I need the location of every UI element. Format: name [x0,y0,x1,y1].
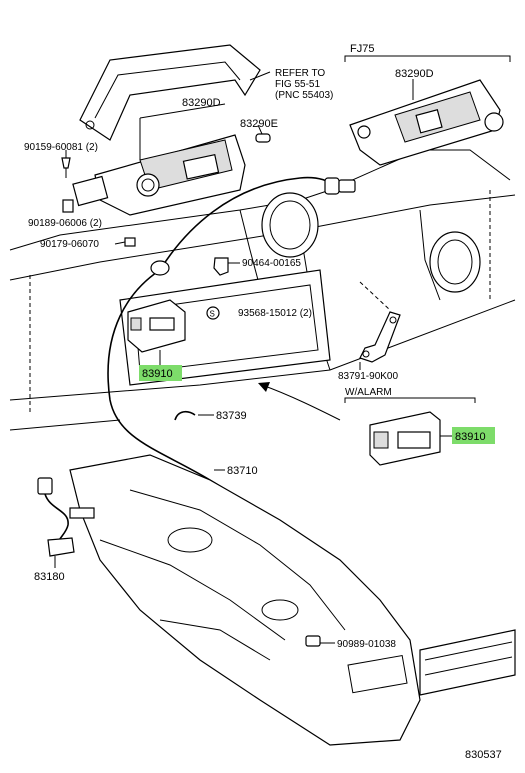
screw-93568: S [206,306,220,320]
speaker-circle-2 [429,231,481,293]
label-refer-1: REFER TO [275,68,325,79]
highlight-83910-alarm [452,427,495,444]
speaker-circle-1 [261,192,319,258]
relay-83910-main [127,299,186,353]
label-90159: 90159-60081 (2) [24,142,98,153]
label-83290e: 83290E [240,118,278,130]
label-refer-3: (PNC 55403) [275,90,333,101]
label-90179: 90179-06070 [40,239,99,250]
w-alarm-bracket [344,397,476,403]
svg-text:S: S [210,310,215,319]
clip-90989 [305,635,321,647]
bracket-dash [359,281,391,311]
label-83710: 83710 [227,465,258,477]
label-fj75: FJ75 [350,43,374,55]
screw-90159 [61,157,71,178]
leader-90179 [114,241,126,245]
label-83739: 83739 [216,410,247,422]
clip-90189 [62,199,74,213]
cable-connector-top [324,177,356,195]
fj75-bracket [344,55,511,62]
label-83910-alarm: 83910 [455,431,486,443]
bracket-83791 [359,311,401,363]
label-93568: 93568-15012 (2) [238,308,312,319]
label-90464: 90464-00165 [242,258,301,269]
leader-83290d-left-top [139,103,226,119]
label-83910-main: 83910 [142,368,173,380]
figure-number: 830537 [465,749,502,761]
refer-leader [249,71,271,81]
sensor-83180 [37,477,95,557]
clip-90179 [124,237,136,247]
bulb-83290e [255,133,271,143]
label-83791: 83791-90K00 [338,371,398,382]
dashboard-outline [9,149,516,431]
label-83290d-right: 83290D [395,68,434,80]
label-refer-2: FIG 55-51 [275,79,320,90]
clamp-90464 [213,257,229,276]
label-w-alarm: W/ALARM [345,387,392,398]
transmission [69,454,516,746]
meter-cluster-fj75 [349,79,504,166]
relay-83910-alarm [369,411,441,466]
hose-83739 [174,410,196,421]
leader-83290e [257,124,263,135]
label-90189: 90189-06006 (2) [28,218,102,229]
label-83290d-left: 83290D [182,97,221,109]
alarm-arrow [258,382,341,421]
label-90989: 90989-01038 [337,639,396,650]
highlight-83910-main [139,365,182,381]
meter-cluster-left [72,134,246,216]
glovebox-outline [119,269,331,386]
label-83180: 83180 [34,571,65,583]
grab-handle [79,44,261,141]
cable-grommet [150,260,170,276]
